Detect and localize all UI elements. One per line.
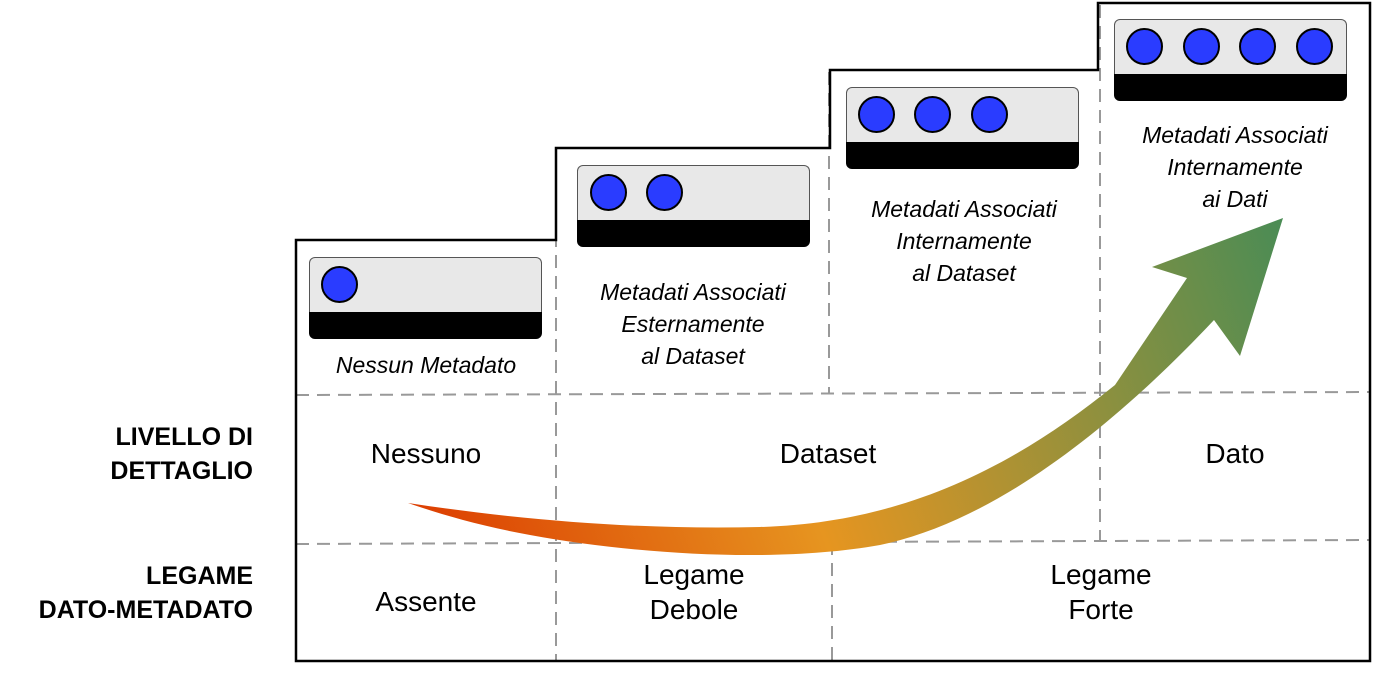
- cell-line: Legame: [643, 559, 745, 590]
- cell-line: Assente: [375, 586, 477, 617]
- binding-cell-weak: Legame Debole: [556, 557, 832, 627]
- database-base: [846, 142, 1079, 169]
- database-icon-level-3: [846, 87, 1079, 169]
- metadata-dot-icon: [971, 96, 1008, 133]
- row-label-line: DATO-METADATO: [38, 596, 253, 624]
- row-label-line: LIVELLO DI: [115, 423, 254, 451]
- caption-line: Metadati Associati: [871, 196, 1057, 222]
- detail-cell-data: Dato: [1205, 438, 1265, 469]
- metadata-dot-icon: [858, 96, 895, 133]
- metadata-dot-icon: [590, 174, 627, 211]
- detail-cell-none: Nessuno: [370, 438, 482, 469]
- staircase-outline: [294, 1, 1372, 663]
- level-caption-2: Metadati Associati Esternamente al Datas…: [556, 276, 830, 372]
- binding-cell-absent: Assente: [296, 584, 556, 619]
- database-base: [577, 220, 810, 247]
- metadata-dot-icon: [1239, 28, 1276, 65]
- binding-cell-strong: Legame Forte: [832, 557, 1370, 627]
- caption-line: Internamente: [1167, 154, 1303, 180]
- cell-line: Forte: [1068, 594, 1134, 625]
- caption-line: al Dataset: [641, 343, 745, 369]
- caption-line: Nessun Metadato: [335, 352, 517, 378]
- metadata-dot-icon: [914, 96, 951, 133]
- row-label-detail-level: LIVELLO DI DETTAGLIO: [110, 420, 253, 488]
- metadata-dot-icon: [1296, 28, 1333, 65]
- database-icon-level-4: [1114, 19, 1347, 101]
- metadata-dot-icon: [1126, 28, 1163, 65]
- detail-cell-dataset: Dataset: [779, 438, 877, 469]
- metadata-dot-icon: [1183, 28, 1220, 65]
- row-label-line: DETTAGLIO: [110, 457, 253, 485]
- caption-line: Metadati Associati: [1142, 122, 1328, 148]
- database-icon-level-2: [577, 165, 810, 247]
- level-caption-4: Metadati Associati Internamente ai Dati: [1100, 119, 1370, 215]
- caption-line: Metadati Associati: [600, 279, 786, 305]
- metadata-dot-icon: [646, 174, 683, 211]
- database-base: [1114, 74, 1347, 101]
- progress-arrow: [408, 218, 1283, 556]
- caption-line: Internamente: [896, 228, 1032, 254]
- cell-line: Debole: [649, 594, 739, 625]
- row-label-binding: LEGAME DATO-METADATO: [39, 559, 253, 627]
- metadata-dot-icon: [321, 266, 358, 303]
- database-icon-level-1: [309, 257, 542, 339]
- level-caption-3: Metadati Associati Internamente al Datas…: [830, 193, 1098, 289]
- row-label-line: LEGAME: [146, 562, 253, 590]
- caption-line: Esternamente: [621, 311, 765, 337]
- level-caption-1: Nessun Metadato: [296, 349, 556, 381]
- database-base: [309, 312, 542, 339]
- caption-line: al Dataset: [912, 260, 1016, 286]
- grid-hline-detail-top: [295, 391, 1371, 396]
- caption-line: ai Dati: [1202, 186, 1268, 212]
- cell-line: Legame: [1050, 559, 1152, 590]
